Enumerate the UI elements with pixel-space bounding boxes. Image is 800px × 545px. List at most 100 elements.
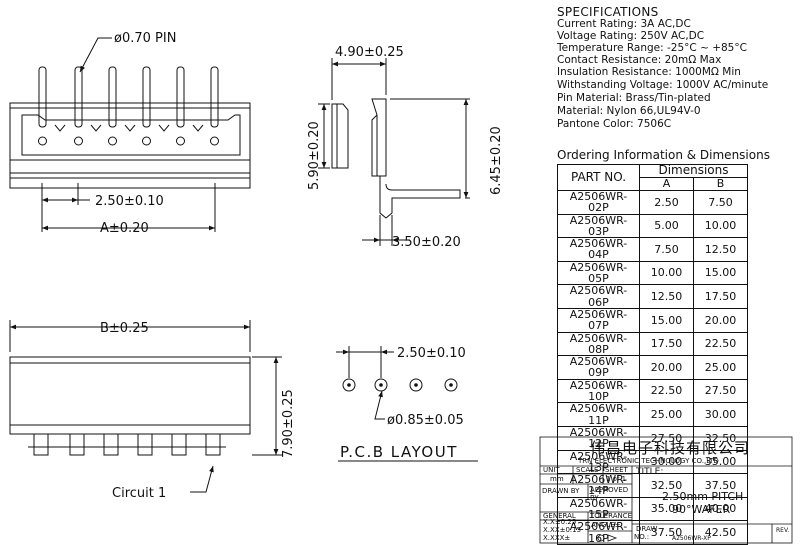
side-foot-label: 3.50±0.20 xyxy=(392,235,461,250)
general-label: GENERAL xyxy=(543,512,576,520)
circuit-1-label: Circuit 1 xyxy=(112,486,166,501)
front-pins xyxy=(38,66,219,128)
cell-part: A2506WR-11P xyxy=(557,402,640,427)
cell-a: 7.50 xyxy=(639,237,694,262)
col-b-header: B xyxy=(693,177,748,191)
approved-by-label: APPROVED BY xyxy=(590,486,629,502)
bottom-body xyxy=(9,356,251,435)
cell-part: A2506WR-10P xyxy=(557,378,640,404)
cell-a: 22.50 xyxy=(639,378,694,404)
cell-b: 22.50 xyxy=(693,331,748,357)
cell-b: 32.50 xyxy=(693,425,748,451)
side-view xyxy=(318,58,470,246)
cell-a: 10.00 xyxy=(639,260,694,286)
side-width-label: 4.90±0.25 xyxy=(335,45,404,60)
spec-line: Current Rating: 3A AC,DC xyxy=(557,18,691,30)
tolerance-label: TOLERANCE xyxy=(590,512,633,520)
side-height-right-label: 6.45±0.20 xyxy=(489,126,504,195)
dimension-b-label: B±0.25 xyxy=(100,321,149,336)
bottom-view xyxy=(9,320,282,493)
scale-label: SCALE xyxy=(576,466,599,474)
drawn-by-label: DRAWN BY xyxy=(542,487,580,495)
tolerance-1: X.X±0.25 xyxy=(543,518,577,526)
cell-b: 40.00 xyxy=(693,496,748,522)
spec-line: Withstanding Voltage: 1000V AC/minute xyxy=(557,79,769,91)
cell-a: 2.50 xyxy=(639,190,694,215)
cell-part: A2506WR-12P xyxy=(557,425,640,451)
col-dimensions-header: Dimensions xyxy=(639,164,748,178)
cell-part: A2506WR-14P xyxy=(557,473,640,498)
front-body xyxy=(9,102,251,189)
cell-a: 32.50 xyxy=(639,473,694,498)
col-part-header: PART NO. xyxy=(557,164,640,191)
cell-b: 15.00 xyxy=(693,260,748,286)
cell-part: A2506WR-08P xyxy=(557,331,640,357)
cell-b: 35.00 xyxy=(693,449,748,475)
unit-label: UNIT xyxy=(543,466,560,474)
cell-a: 5.00 xyxy=(639,213,694,239)
cell-b: 17.50 xyxy=(693,284,748,309)
cell-part: A2506WR-02P xyxy=(557,190,640,215)
cell-a: 30.00 xyxy=(639,449,694,475)
front-view xyxy=(9,37,251,232)
cell-b: 7.50 xyxy=(693,190,748,215)
company-name-cn: 伟昌电子科技有限公司 xyxy=(590,439,751,457)
cell-part: A2506WR-07P xyxy=(557,307,640,333)
drawing-title-line1: 2.50mm PITCH xyxy=(662,490,744,503)
unit-value: mm xyxy=(550,475,564,483)
cell-b: 37.50 xyxy=(693,473,748,498)
draw-label: DRAW xyxy=(636,525,658,533)
cell-b: 42.50 xyxy=(693,520,748,545)
sheet-label: SHEET xyxy=(605,466,628,474)
pitch-dimension-label: 2.50±0.10 xyxy=(95,194,164,209)
cell-part: A2506WR-16P xyxy=(557,520,640,545)
spec-line: Pantone Color: 7506C xyxy=(557,118,672,130)
cell-b: 20.00 xyxy=(693,307,748,333)
cell-b: 27.50 xyxy=(693,378,748,404)
pcb-layout xyxy=(336,346,478,462)
cell-a: 37.50 xyxy=(639,520,694,545)
cell-a: 27.50 xyxy=(639,425,694,451)
cell-part: A2506WR-03P xyxy=(557,213,640,239)
spec-line: Temperature Range: -25°C ~ +85°C xyxy=(557,42,747,54)
cell-part: A2506WR-09P xyxy=(557,355,640,380)
dimension-a-label: A±0.20 xyxy=(100,221,149,236)
ordering-title: Ordering Information & Dimensions xyxy=(557,148,770,162)
pcb-pitch-label: 2.50±0.10 xyxy=(397,346,466,361)
pcb-layout-title: P.C.B LAYOUT xyxy=(340,443,458,461)
cell-a: 25.00 xyxy=(639,402,694,427)
tolerance-2: X.XX±0.15 xyxy=(543,526,582,534)
specifications-title: SPECIFICATIONS xyxy=(557,5,659,19)
cell-a: 15.00 xyxy=(639,307,694,333)
cell-part: A2506WR-05P xyxy=(557,260,640,286)
spec-line: Voltage Rating: 250V AC,DC xyxy=(557,30,705,42)
bottom-pin-tails xyxy=(28,434,226,456)
cell-a: 12.50 xyxy=(639,284,694,309)
spec-line: Pin Material: Brass/Tin-plated xyxy=(557,92,711,104)
angle-label: ANGLE± xyxy=(591,521,621,529)
spec-line: Material: Nylon 66,UL94V-0 xyxy=(557,105,701,117)
col-a-header: A xyxy=(639,177,694,191)
spec-line: Insulation Resistance: 1000MΩ Min xyxy=(557,66,741,78)
cell-part: A2506WR-13P xyxy=(557,449,640,475)
title-label: TITLE: xyxy=(636,467,664,477)
side-housing-back xyxy=(371,98,387,177)
side-height-left-label: 5.90±0.20 xyxy=(307,121,322,190)
tolerance-3: X.XXX± xyxy=(543,534,571,542)
company-name-en: TRN ELECTRONIC TECHNOLOGY CO.,LTD xyxy=(578,457,719,465)
